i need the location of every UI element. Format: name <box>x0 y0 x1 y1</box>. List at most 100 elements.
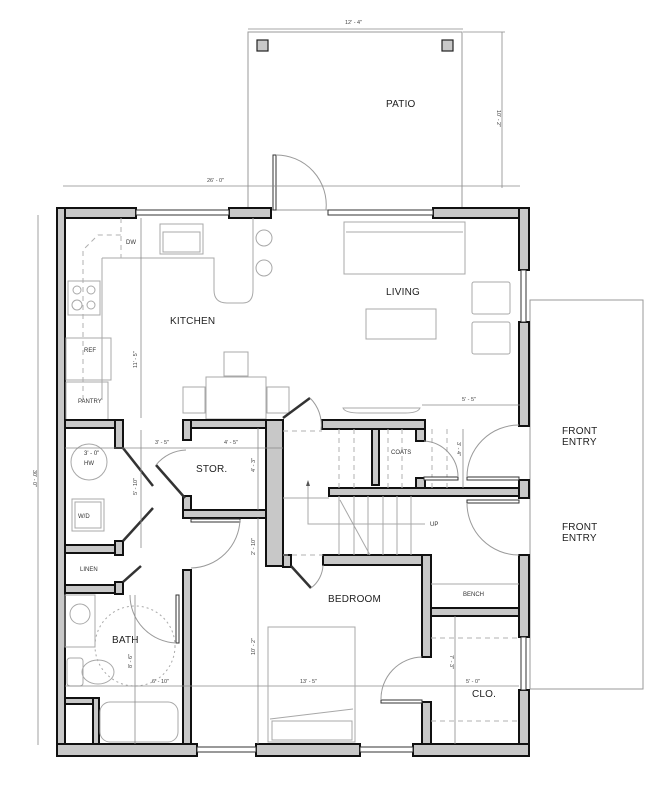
fixture-label-hw: HW <box>84 461 94 467</box>
bath-area: BATH 8' - 6" 6' - 10" <box>64 594 519 744</box>
door-swing <box>466 502 520 556</box>
interior-walls <box>64 419 520 745</box>
patio-door-leaf[interactable] <box>272 154 277 211</box>
room-label-front-entry-2a: FRONT <box>562 522 597 533</box>
front-entry-area: FRONT ENTRY FRONT ENTRY <box>529 299 644 690</box>
wall <box>282 554 292 568</box>
window-living <box>327 209 434 216</box>
wall <box>114 419 124 449</box>
wall <box>518 207 530 271</box>
bedroom-area: BEDROOM 10' - 2" 13' - 5" <box>251 564 423 743</box>
laundry-bifold-door[interactable] <box>122 447 154 487</box>
storage-area: 3' - 5" 4' - 5" 4' - 3" STOR. 2' - 10" <box>65 396 322 744</box>
wall <box>321 419 426 430</box>
sink-bowl <box>69 603 91 625</box>
dimension-coats: 3' - 4" <box>455 442 461 456</box>
dimension-patio-width: 12' - 4" <box>345 20 362 26</box>
wall <box>415 428 426 442</box>
linen-door[interactable] <box>122 565 142 583</box>
door-swing <box>466 424 520 478</box>
bed <box>267 626 356 743</box>
patio-outline <box>247 31 463 211</box>
wall <box>182 419 192 441</box>
room-label-front-entry-2b: ENTRY <box>562 533 597 544</box>
wall <box>322 554 432 566</box>
door-swing <box>190 519 241 569</box>
closet-area: 7' - 3" 5' - 0" CLO. <box>431 616 519 744</box>
bed-foot <box>271 720 353 741</box>
laundry-area: 3' - 0" HW W/D LINEN 5' - 10" <box>70 430 154 583</box>
toilet-tank <box>66 657 84 687</box>
kitchen-counter <box>101 218 254 400</box>
wall <box>228 207 272 219</box>
room-label-patio: PATIO <box>386 99 416 110</box>
window-bath <box>196 746 257 753</box>
sink-basin <box>162 231 201 253</box>
bedroom-door[interactable] <box>290 565 312 589</box>
dimension-bath-depth: 8' - 6" <box>128 654 134 668</box>
door-swing <box>309 397 322 431</box>
bed-blanket <box>269 708 354 720</box>
exterior-walls <box>56 207 530 757</box>
stair-label-up: UP <box>430 522 438 528</box>
burner <box>86 300 96 310</box>
dimension-overall-depth: 30' - 0" <box>31 470 37 487</box>
window-living-side <box>520 269 527 323</box>
coats-door[interactable] <box>423 476 459 481</box>
dimension-bedroom-width: 13' - 5" <box>300 679 317 685</box>
dimension-bedroom-depth: 10' - 2" <box>251 638 257 655</box>
wall <box>182 509 274 519</box>
wall <box>432 207 530 219</box>
kitchen-area: DW REF PANTRY 11' - 5" KITCHEN <box>65 218 290 421</box>
dimension-stor-depth: 4' - 3" <box>251 458 257 472</box>
wall <box>518 321 530 427</box>
front-door-upper[interactable] <box>466 476 520 481</box>
washer-dryer-inner <box>74 501 102 529</box>
stove-range <box>67 280 101 316</box>
wall <box>421 701 432 745</box>
fixture-label-pantry: PANTRY <box>78 399 102 405</box>
laundry-bifold-door[interactable] <box>122 507 154 542</box>
stor-door[interactable] <box>155 464 186 499</box>
dimension-closet-width: 5' - 0" <box>466 679 480 685</box>
washer-dryer <box>71 498 105 532</box>
sofa <box>343 221 466 275</box>
room-label-stor: STOR. <box>196 464 227 475</box>
wall <box>92 697 100 745</box>
wall <box>56 743 198 757</box>
wall <box>371 428 380 486</box>
dimension-bath-width: 6' - 10" <box>152 679 169 685</box>
wall <box>430 607 520 617</box>
burner <box>71 299 83 311</box>
room-label-kitchen: KITCHEN <box>170 316 215 327</box>
burner <box>72 285 82 295</box>
kitchen-sink <box>159 223 204 255</box>
front-entry-outline <box>529 299 644 690</box>
stair-area: UP COATS 3' - 4" BENCH <box>283 424 520 598</box>
wall <box>56 207 66 757</box>
wall <box>255 743 361 757</box>
dimension-hw: 3' - 0" <box>84 451 99 457</box>
dining-chair <box>223 351 249 377</box>
hall-door[interactable] <box>282 396 311 420</box>
wall <box>114 581 124 595</box>
bar-stool <box>255 229 273 247</box>
patio-post-left <box>256 39 269 52</box>
wall <box>114 540 124 556</box>
wall <box>328 487 520 497</box>
front-door-lower[interactable] <box>466 499 520 504</box>
bath-door[interactable] <box>175 594 180 644</box>
water-heater <box>70 443 108 481</box>
stair-break-line <box>339 499 371 556</box>
bath-hall-door[interactable] <box>190 518 241 523</box>
closet-door[interactable] <box>380 699 423 704</box>
dimension-living-entry: 5' - 5" <box>462 397 476 403</box>
door-swing <box>310 564 324 589</box>
door-swing <box>155 449 187 466</box>
dining-chair <box>182 386 206 414</box>
fixture-label-ref: REF <box>84 348 96 354</box>
fixture-label-dw: DW <box>126 240 136 246</box>
patio-area: PATIO 12' - 4" 10' - 2" <box>247 20 505 211</box>
door-swing <box>380 656 423 701</box>
